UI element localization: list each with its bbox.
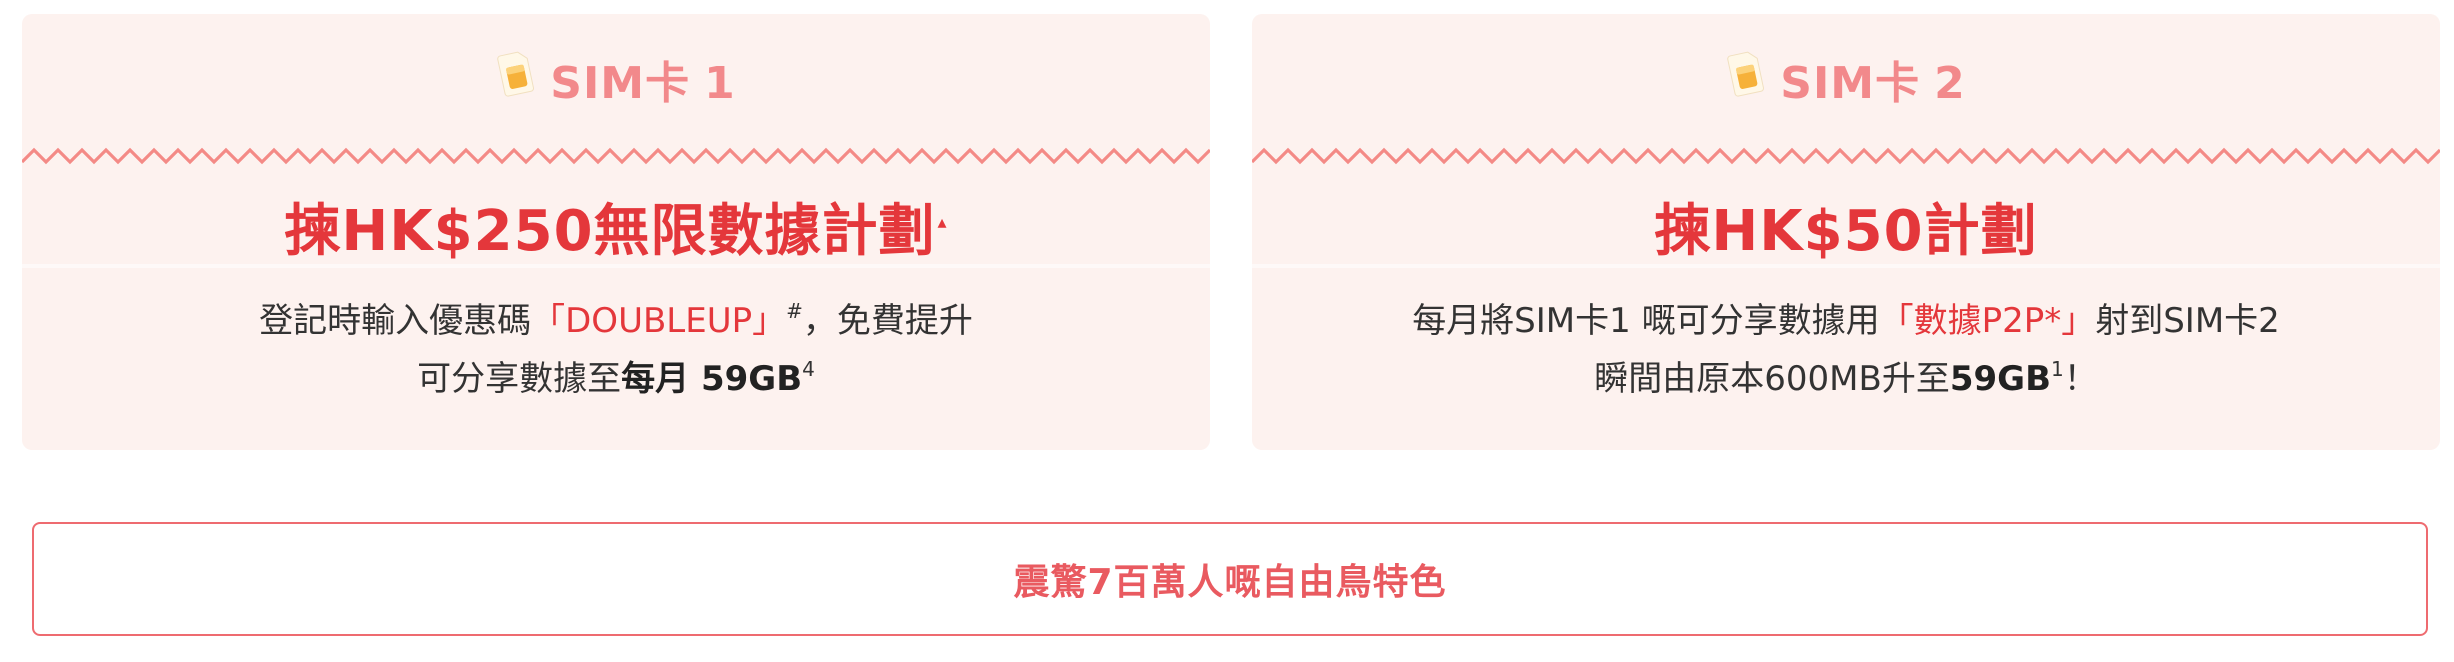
data-p2p-link: 「數據P2P*」 xyxy=(1879,301,2096,341)
plan-title: 揀HK$50計劃 xyxy=(1654,199,2038,264)
features-button[interactable]: 震驚7百萬人嘅自由鳥特色 xyxy=(32,522,2428,636)
features-button-label: 震驚7百萬人嘅自由鳥特色 xyxy=(1013,562,1447,603)
plan-description: 登記時輸入優惠碼「DOUBLEUP」#，免費提升 可分享數據至每月 59GB4 xyxy=(22,292,1210,408)
section-divider xyxy=(22,264,1210,268)
zigzag-divider xyxy=(22,147,1210,165)
section-divider xyxy=(1252,264,2440,268)
plan-title: 揀HK$250無限數據計劃▴ xyxy=(284,199,948,264)
zigzag-divider xyxy=(1252,147,2440,165)
sim-card-icon xyxy=(1727,51,1765,97)
desc-line-1: 登記時輸入優惠碼「DOUBLEUP」#，免費提升 xyxy=(259,299,973,341)
plan-title-mark: ▴ xyxy=(937,212,948,233)
plan-description: 每月將SIM卡1 嘅可分享數據用「數據P2P*」射到SIM卡2 瞬間由原本600… xyxy=(1252,292,2440,408)
promo-code: 「DOUBLEUP」 xyxy=(531,301,787,341)
desc-line-1: 每月將SIM卡1 嘅可分享數據用「數據P2P*」射到SIM卡2 xyxy=(1412,301,2280,341)
desc-line-2: 可分享數據至每月 59GB4 xyxy=(417,357,815,399)
sim-card-icon xyxy=(497,51,535,97)
desc-line-2: 瞬間由原本600MB升至59GB1！ xyxy=(1594,357,2098,399)
